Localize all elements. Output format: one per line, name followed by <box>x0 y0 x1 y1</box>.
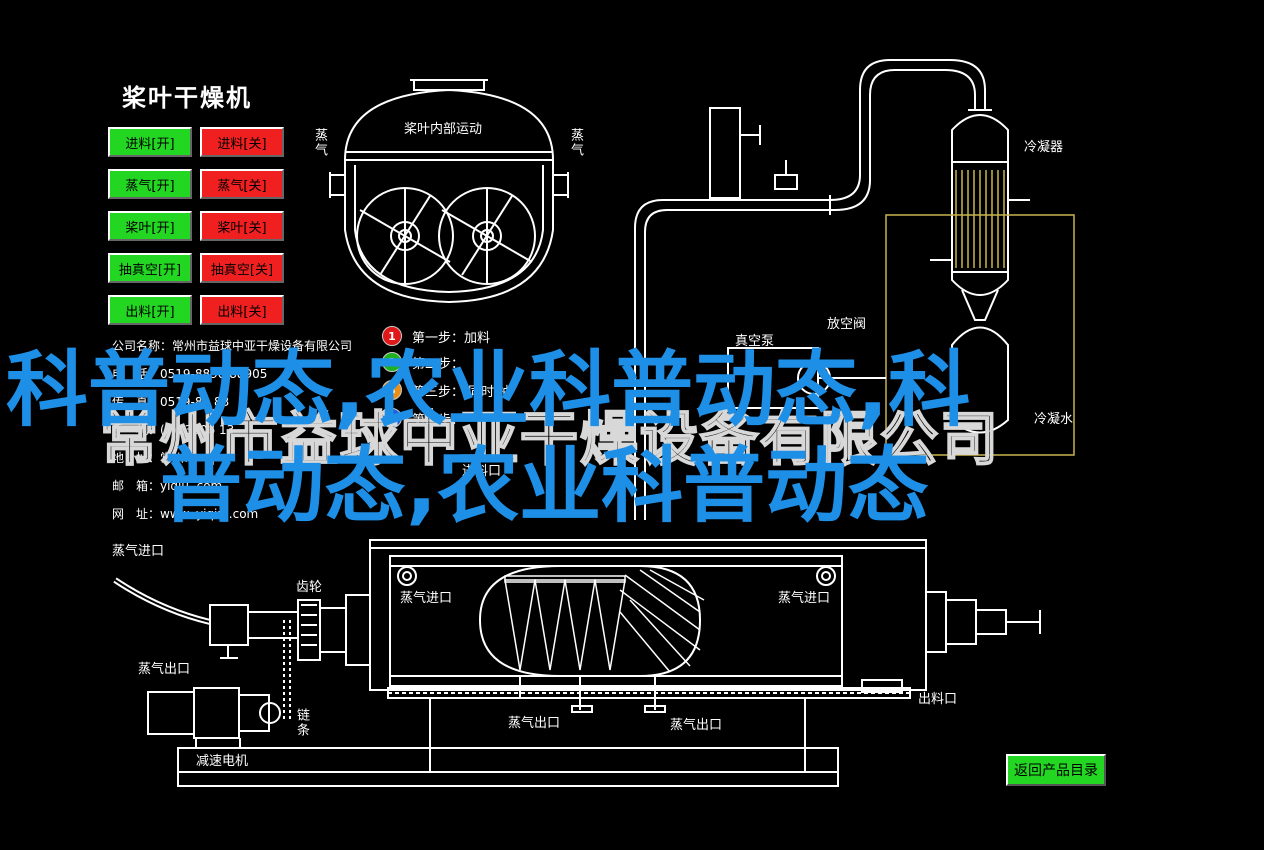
vacuum-piping <box>634 59 986 520</box>
vent-valve-label: 放空阀 <box>827 317 867 332</box>
steam-off-button[interactable]: 蒸气[关] <box>200 169 284 199</box>
company-address: 地 址：常州市 <box>112 451 197 465</box>
company-mobile: 手 机：(0)13806 13 <box>112 423 235 437</box>
company-phone: 电 话：0519-8890 88905 <box>112 367 268 381</box>
condenser-vessel <box>930 109 1030 434</box>
step-2-marker: 2 <box>382 352 402 372</box>
main-dryer-body <box>177 539 927 787</box>
steam-outlet-mid1-label: 蒸气出口 <box>508 716 561 731</box>
feed-inlet-label: 进料口 <box>462 464 502 479</box>
step-2-text: 第二步： <box>412 356 465 372</box>
steam-inlet-right-label: 蒸气进口 <box>778 591 831 606</box>
paddle-blades <box>504 569 705 673</box>
motor-label: 减速电机 <box>196 754 249 769</box>
steam-inlet-left-label: 蒸气进口 <box>400 591 453 606</box>
step-3: 3 第三步： 同时 抽 <box>382 380 511 400</box>
page-title: 桨叶干燥机 <box>122 84 252 112</box>
step-2: 2 第二步： <box>382 352 464 372</box>
steam-right-label: 蒸气 <box>568 128 583 158</box>
condensate-label: 冷凝水 <box>1034 412 1074 427</box>
step-3-text: 第三步： 同时 抽 <box>412 384 512 400</box>
paddle-off-button[interactable]: 桨叶[关] <box>200 211 284 241</box>
step-4: 4 第四步： <box>382 408 464 428</box>
steam-left-label: 蒸气 <box>312 128 327 158</box>
feed-on-button[interactable]: 进料[开] <box>108 127 192 157</box>
discharge-label: 出料口 <box>918 692 958 707</box>
company-fax: 传 真：0519-88 83 <box>112 395 230 409</box>
chain-label: 链条 <box>294 708 309 738</box>
paddle-on-button[interactable]: 桨叶[开] <box>108 211 192 241</box>
paddle-inner-label: 桨叶内部运动 <box>404 122 483 137</box>
vacuum-pump <box>727 347 886 409</box>
back-to-catalog-button[interactable]: 返回产品目录 <box>1006 754 1106 786</box>
vacuum-off-button[interactable]: 抽真空[关] <box>200 253 284 283</box>
condenser-fins <box>885 170 1075 456</box>
condenser-label: 冷凝器 <box>1024 140 1064 155</box>
feed-off-button[interactable]: 进料[关] <box>200 127 284 157</box>
company-name: 公司名称：常州市益球中亚干燥设备有限公司 <box>112 339 353 353</box>
blue-watermark-line2: 普动态,农业科普动态 <box>160 439 930 534</box>
steam-inlet-top-label: 蒸气进口 <box>112 544 165 559</box>
step-1-text: 第一步：加料 <box>412 330 491 346</box>
steam-outlet-left-label: 蒸气出口 <box>138 662 191 677</box>
company-website: 网 址：www. yiqiu .com <box>112 507 259 521</box>
step-1-marker: 1 <box>382 326 402 346</box>
steam-on-button[interactable]: 蒸气[开] <box>108 169 192 199</box>
step-4-text: 第四步： <box>412 412 465 428</box>
step-1: 1 第一步：加料 <box>382 326 490 346</box>
company-email: 邮 箱：yiqiu .com <box>112 479 223 493</box>
drive-mechanism <box>113 577 1041 748</box>
vacuum-pump-label: 真空泵 <box>735 334 775 349</box>
blue-watermark-line1: 科普动态,农业科普动态,科 <box>6 343 971 438</box>
step-3-marker: 3 <box>382 380 402 400</box>
company-watermark: 常州市益球中亚干燥设备有限公司 <box>99 404 1001 474</box>
discharge-off-button[interactable]: 出料[关] <box>200 295 284 325</box>
discharge-on-button[interactable]: 出料[开] <box>108 295 192 325</box>
paddle-vessel-top <box>329 79 569 304</box>
step-4-marker: 4 <box>382 408 402 428</box>
vacuum-on-button[interactable]: 抽真空[开] <box>108 253 192 283</box>
steam-outlet-mid2-label: 蒸气出口 <box>670 718 723 733</box>
gear-label: 齿轮 <box>296 580 323 595</box>
